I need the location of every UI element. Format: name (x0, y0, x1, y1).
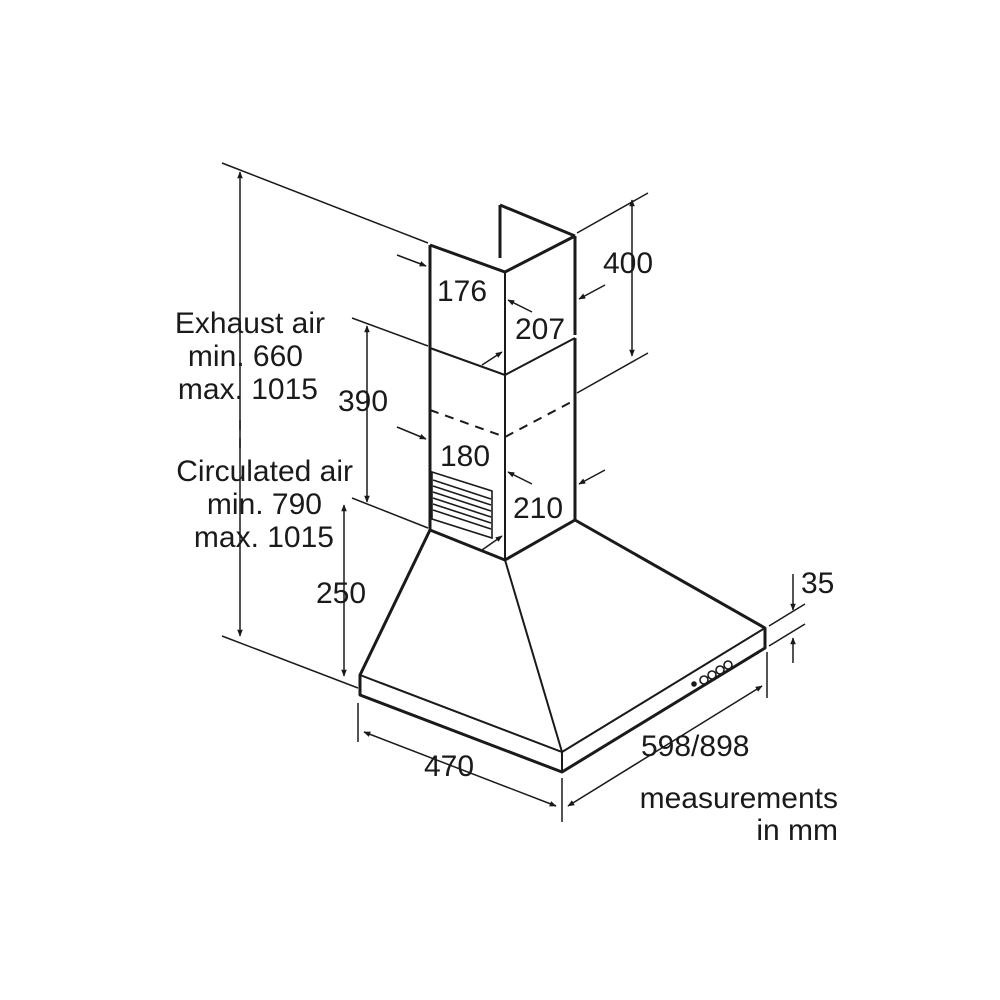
lower-right-arrow (578, 469, 606, 485)
canopy-width-arrow (567, 685, 763, 807)
dim-180: 180 (440, 440, 491, 473)
circulated-air-label: Circulated air (176, 455, 353, 488)
canopy (358, 518, 767, 774)
dim-598-898: 598/898 (641, 730, 750, 763)
exhaust-air-max: max. 1015 (177, 373, 318, 406)
note-unit: in mm (756, 814, 838, 847)
dim-400: 400 (603, 247, 654, 280)
dim-470: 470 (424, 750, 475, 783)
grille (431, 470, 493, 540)
exhaust-air-label: Exhaust air (174, 307, 325, 340)
depth-210-back-arrow (507, 471, 533, 485)
depth-207-arrow (481, 351, 503, 366)
dim-35: 35 (801, 567, 835, 600)
depth-207-back-arrow (507, 299, 533, 313)
upper-right-arrow (578, 284, 606, 300)
width-180-arrow (396, 426, 427, 440)
canopy-depth-arrow (363, 731, 557, 807)
note-measurements: measurements (639, 782, 838, 815)
dim-390: 390 (338, 385, 389, 418)
circulated-air-max: max. 1015 (193, 521, 334, 554)
width-176-arrow (396, 254, 427, 267)
dim-207: 207 (515, 313, 566, 346)
dim-210: 210 (513, 492, 564, 525)
upper-chimney (428, 203, 577, 375)
lower-chimney (428, 337, 577, 560)
control-knobs (691, 660, 733, 687)
circulated-air-min: min. 790 (206, 488, 322, 521)
dim-176: 176 (437, 275, 488, 308)
dimension-lines (237, 171, 796, 807)
dim-250: 250 (316, 577, 367, 610)
depth-210-arrow (481, 535, 503, 551)
exhaust-air-min: min. 660 (187, 340, 303, 373)
